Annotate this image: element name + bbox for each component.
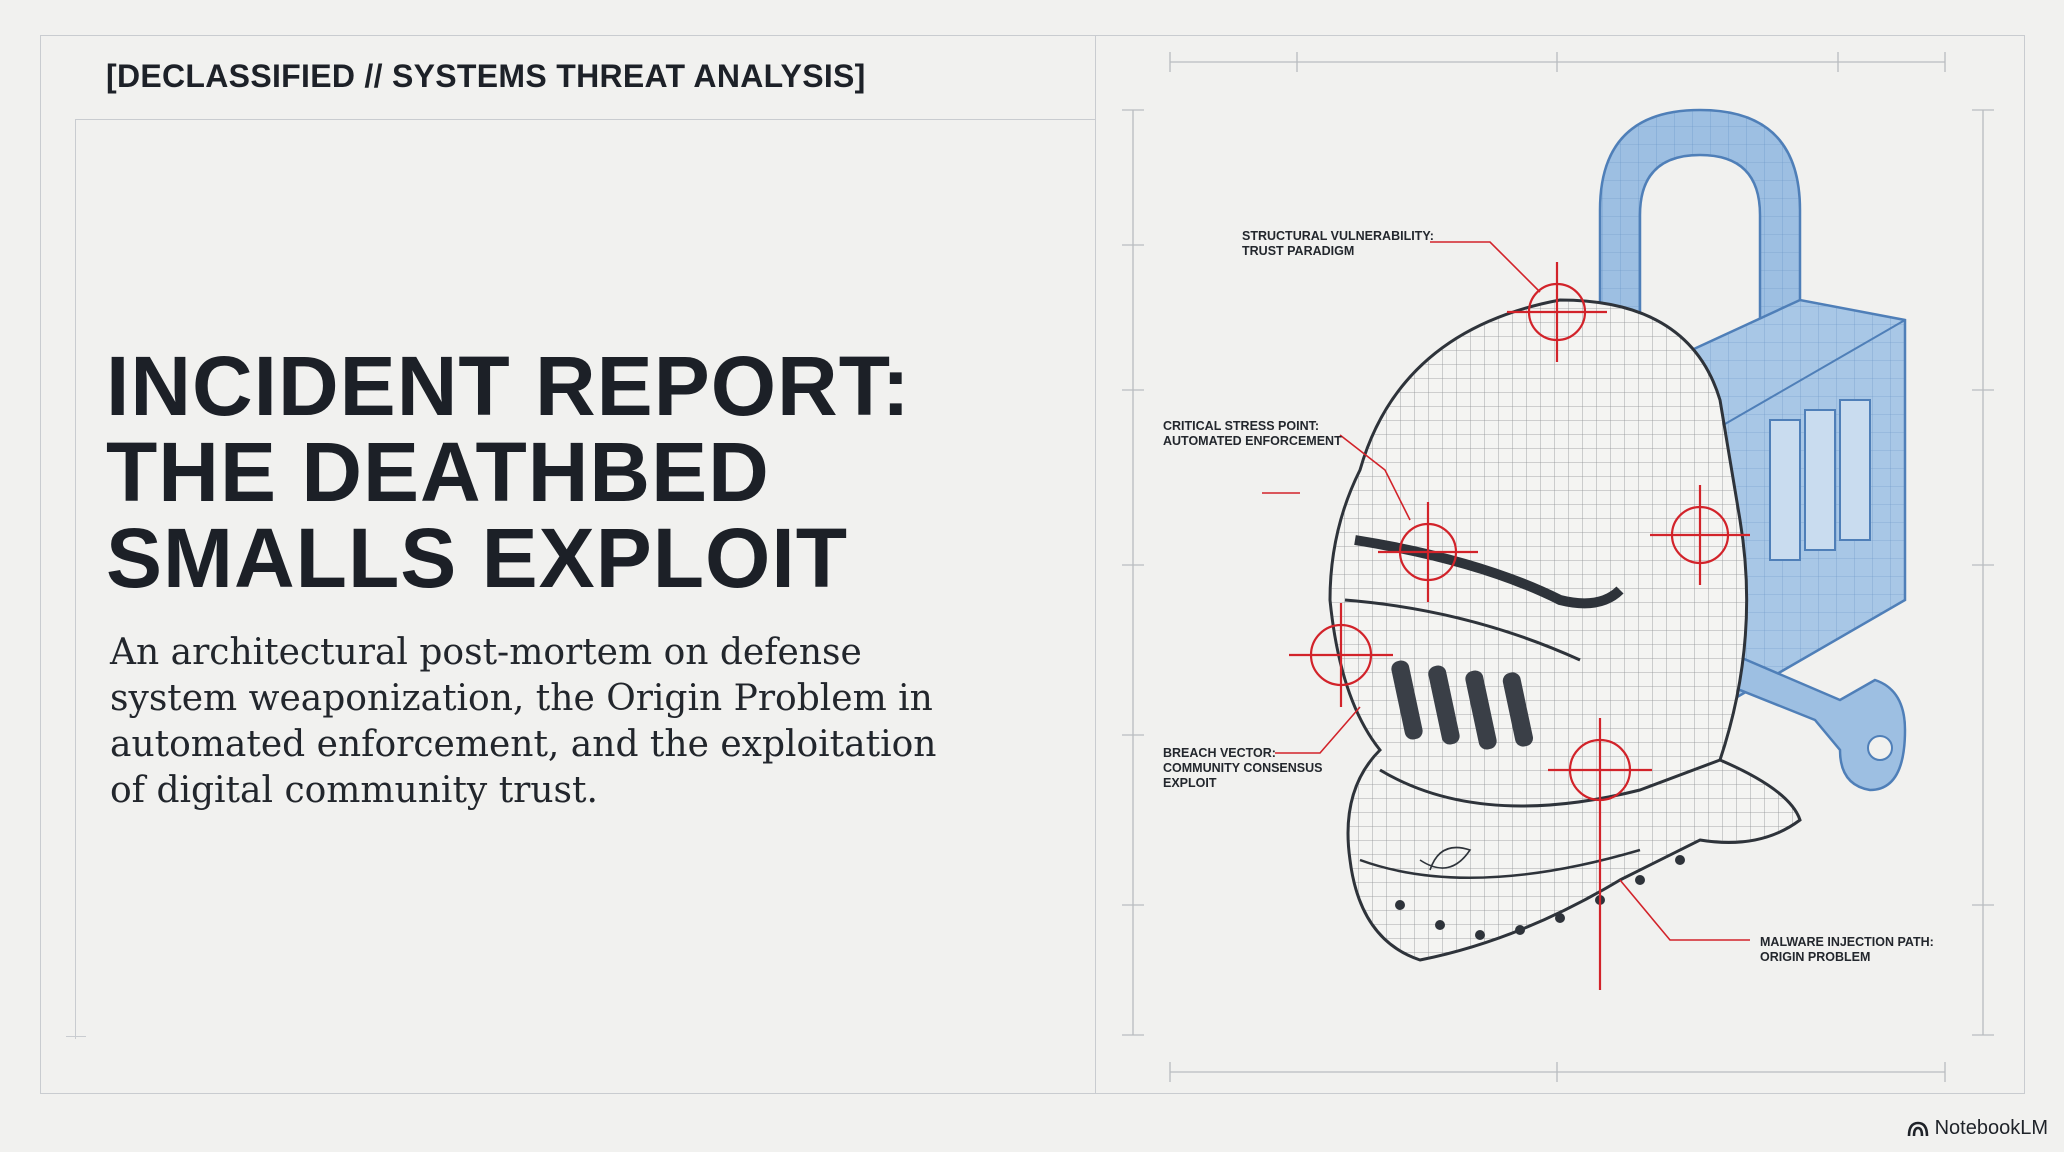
title-line-1: INCIDENT REPORT: [106, 339, 911, 433]
header-rule [75, 119, 1095, 120]
target-reticles [1289, 262, 1750, 990]
helmet-padlock-illustration: STRUCTURAL VULNERABILITY: TRUST PARADIGM… [1122, 52, 1994, 1082]
callout-leaders [1262, 241, 1750, 941]
title-line-3: SMALLS EXPLOIT [106, 511, 849, 605]
callout-3-line-2: COMMUNITY CONSENSUS [1163, 761, 1323, 775]
left-guide-tick [66, 1036, 86, 1037]
callout-1: STRUCTURAL VULNERABILITY: TRUST PARADIGM [1242, 229, 1434, 258]
blueprint-guides [1122, 52, 1994, 1082]
classification-label: [DECLASSIFIED // SYSTEMS THREAT ANALYSIS… [106, 58, 866, 94]
subtitle-line-4: of digital community trust. [110, 770, 598, 811]
callout-1-line-1: STRUCTURAL VULNERABILITY: [1242, 229, 1434, 243]
notebooklm-logo-icon [1907, 1121, 1928, 1136]
callout-4-line-2: ORIGIN PROBLEM [1760, 950, 1870, 964]
subtitle-line-1: An architectural post-mortem on defense [110, 632, 862, 673]
slide-frame [40, 35, 2025, 1094]
callout-2: CRITICAL STRESS POINT: AUTOMATED ENFORCE… [1163, 419, 1342, 448]
brand-badge: NotebookLM [1907, 1117, 2048, 1140]
left-guide-line [75, 119, 76, 1039]
brand-name: NotebookLM [1934, 1117, 2048, 1139]
subtitle: An architectural post-mortem on defense … [110, 630, 937, 814]
subtitle-line-2: system weaponization, the Origin Problem… [110, 678, 933, 719]
page-title: INCIDENT REPORT: THE DEATHBED SMALLS EXP… [106, 343, 1066, 601]
callout-2-line-2: AUTOMATED ENFORCEMENT [1163, 434, 1342, 448]
subtitle-line-3: automated enforcement, and the exploitat… [110, 724, 937, 765]
callout-3-line-3: EXPLOIT [1163, 776, 1217, 790]
callout-1-line-2: TRUST PARADIGM [1242, 244, 1354, 258]
callout-3-line-1: BREACH VECTOR: [1163, 746, 1276, 760]
callout-4-line-1: MALWARE INJECTION PATH: [1760, 935, 1934, 949]
knight-helmet-shape [1328, 298, 1802, 962]
column-divider [1095, 35, 1096, 1094]
callout-2-line-1: CRITICAL STRESS POINT: [1163, 419, 1319, 433]
title-line-2: THE DEATHBED [106, 425, 770, 519]
callout-3: BREACH VECTOR: COMMUNITY CONSENSUS EXPLO… [1163, 746, 1323, 790]
callout-4: MALWARE INJECTION PATH: ORIGIN PROBLEM [1760, 935, 1934, 964]
